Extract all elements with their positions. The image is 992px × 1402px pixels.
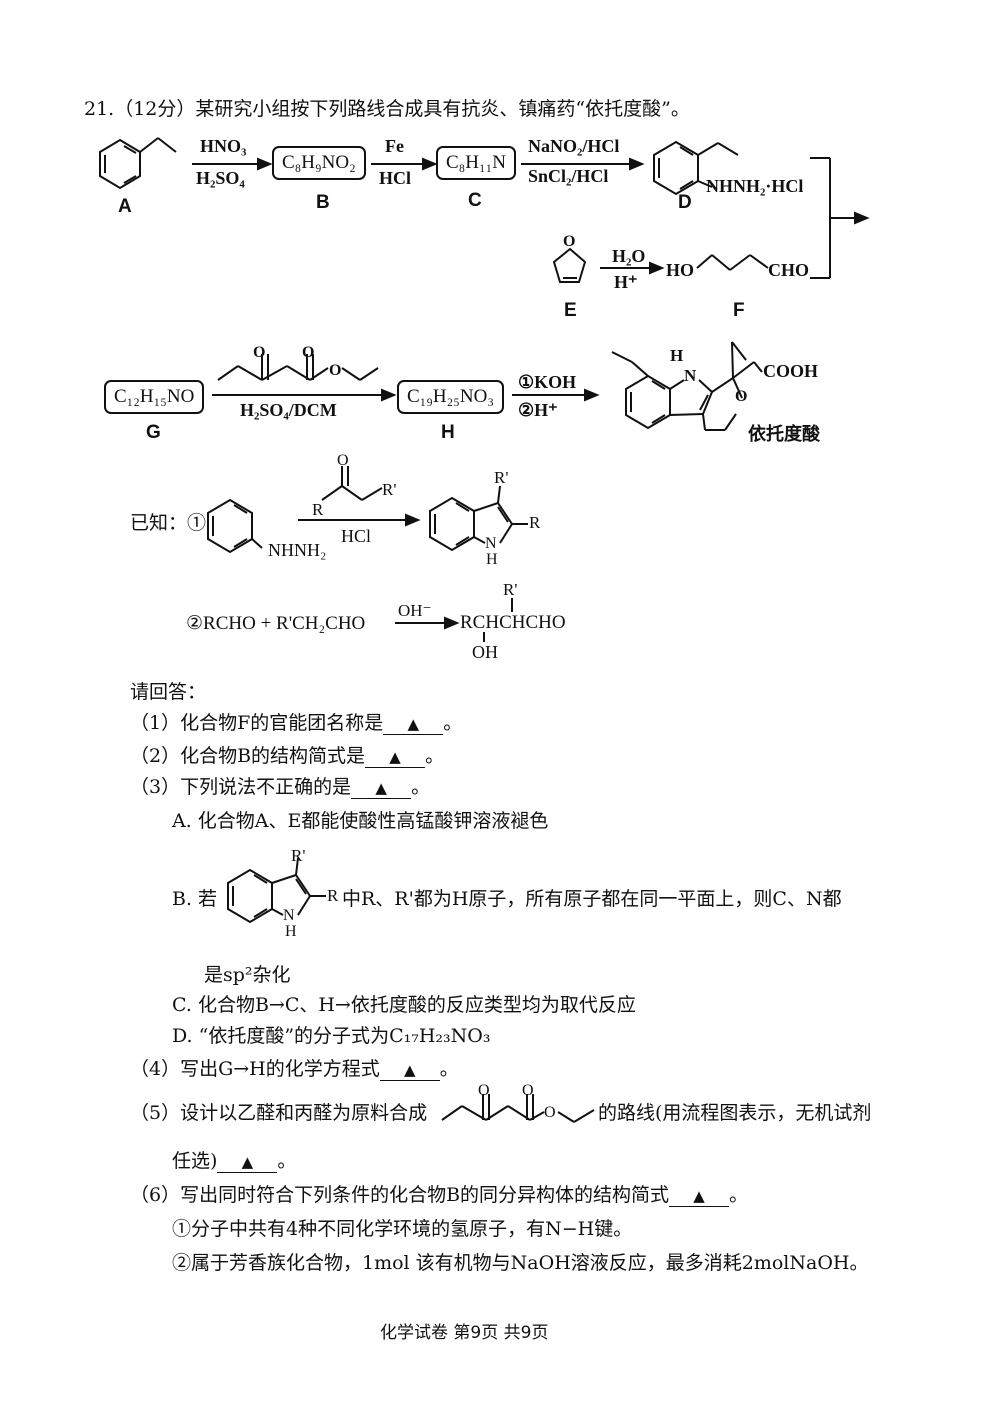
compound-h-formula: C₁₉H₂₅NO₃ [397,380,504,414]
reagent-koh: ①KOH [518,372,577,392]
acetoacetate-ester-o: O [329,362,342,379]
compound-f-cho: CHO [768,260,810,280]
label-c: C [468,190,482,211]
q5-target-o1: O [478,1082,490,1099]
reagent-h2o: H₂O [612,246,646,266]
etodolac-benzene [625,374,671,430]
compound-g-formula: C₁₂H₁₅NO [104,380,205,414]
known1-prod-rprime: R' [494,468,509,487]
q3-option-a: A. 化合物A、E都能使酸性高锰酸钾溶液褪色 [172,810,549,832]
answer-blank-5[interactable]: ▲ [217,1150,278,1173]
compound-f-ho: HO [666,260,695,280]
q5-target-o2: O [522,1082,534,1099]
label-f: F [733,300,745,321]
reagent-hno3: HNO₃ [200,136,247,156]
reagent-nano2: NaNO₂/HCl [528,136,620,156]
label-h: H [441,422,455,443]
reagent-acid: ②H⁺ [518,400,558,420]
questions-intro: 请回答： [130,681,207,703]
answer-blank-4[interactable]: ▲ [379,1058,440,1081]
compound-d-substituent: NHNH₂·HCl [706,176,804,196]
question-2: （2）化合物B的结构简式是▲。 [130,745,445,768]
known1-r: R [312,500,324,519]
question-5-pre: （5）设计以乙醛和丙醛为原料合成 [130,1102,428,1124]
known1-rprime: R' [382,480,397,499]
known1-prod-n: N [485,535,497,552]
label-e: E [564,300,577,321]
q3-option-b-post: 中R、R'都为H原子，所有原子都在同一平面上，则C、N都 [342,888,842,910]
known-prefix: 已知：① [130,512,207,534]
compound-c-formula: C₈H₁₁N [436,146,516,180]
acetoacetate-carbonyl-o2: O [302,344,315,361]
compound-b-formula: C₈H₉NO₂ [272,146,366,180]
q3b-h: H [285,923,297,940]
label-b: B [316,192,330,213]
answer-blank-3[interactable]: ▲ [351,776,412,799]
reagent-h2so4-dcm: H₂SO₄/DCM [240,400,337,420]
etodolac-n: N [684,366,697,385]
q6-condition-2: ②属于芳香族化合物，1mol 该有机物与NaOH溶液反应，最多消耗2molNaO… [172,1252,869,1274]
known2-product: RCHCHCHO [460,612,566,633]
label-g: G [146,422,161,443]
known1-nhnh2: NHNH₂ [268,540,327,560]
etodolac-nh-h: H [670,346,684,365]
reagent-sncl2: SnCl₂/HCl [528,166,609,186]
compound-d-ring [653,140,699,196]
q3-option-b-cont: 是sp²杂化 [204,964,291,986]
q3b-r: R [327,886,339,905]
known2-reactants: ②RCHO + R'CH₂CHO [186,613,366,634]
question-5-cont: 任选)▲。 [172,1150,297,1173]
known1-hcl: HCl [341,526,372,546]
answer-blank-2[interactable]: ▲ [365,745,426,768]
q3b-n: N [283,907,295,924]
q3-option-c: C. 化合物B→C、H→依托度酸的反应类型均为取代反应 [172,994,636,1016]
reagent-hcl: HCl [379,168,412,188]
question-4: （4）写出G→H的化学方程式▲。 [130,1058,459,1081]
etodolac-pyran-o: O [735,388,748,405]
q3b-rprime: R' [291,846,306,865]
known1-reactant-ring [207,498,253,554]
reagent-h-plus: H⁺ [614,272,638,292]
q5-target-o3: O [544,1104,556,1121]
reagent-h2so4: H₂SO₄ [196,168,245,188]
known1-prod-h: H [486,551,498,568]
known1-indole-benzene [429,496,475,552]
acetoacetate-carbonyl-o1: O [253,344,266,361]
compound-e-ring [552,247,587,283]
etodolac-cooh: COOH [763,361,819,381]
question-5-post: 的路线(用流程图表示，无机试剂 [598,1102,872,1124]
known2-oh: OH [472,642,498,662]
page-footer: 化学试卷 第9页 共9页 [380,1323,549,1343]
question-3: （3）下列说法不正确的是▲。 [130,776,431,799]
q3-option-b-pre: B. 若 [172,888,218,910]
question-header: 21.（12分）某研究小组按下列路线合成具有抗炎、镇痛药“依托度酸”。 [84,98,690,120]
q3-option-d: D. “依托度酸”的分子式为C₁₇H₂₃NO₃ [172,1025,491,1047]
known2-rprime: R' [503,580,518,599]
known2-condition: OH⁻ [398,601,432,620]
label-d: D [678,192,692,213]
answer-blank-6[interactable]: ▲ [669,1184,730,1207]
label-a: A [118,196,132,217]
compound-e-oxygen: O [563,233,576,250]
answer-blank-1[interactable]: ▲ [383,712,444,735]
etodolac-name: 依托度酸 [748,424,820,445]
question-1: （1）化合物F的官能团名称是▲。 [130,712,463,735]
known1-ketone-o: O [337,452,349,469]
q3b-indole-benzene [227,868,273,924]
known1-prod-r: R [529,513,541,532]
reagent-fe: Fe [385,136,404,156]
q6-condition-1: ①分子中共有4种不同化学环境的氢原子，有N−H键。 [172,1218,633,1240]
question-6: （6）写出同时符合下列条件的化合物B的同分异构体的结构简式▲。 [130,1184,749,1207]
